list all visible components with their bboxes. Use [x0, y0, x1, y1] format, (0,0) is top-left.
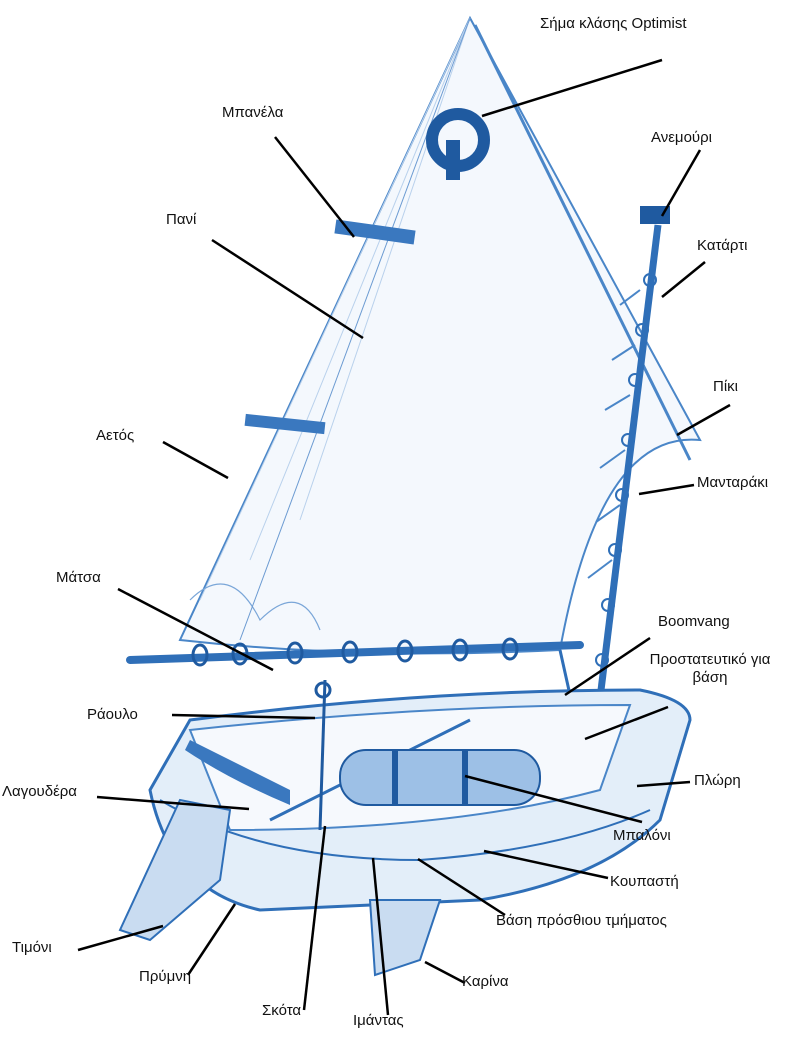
buoyancy-bag: [340, 750, 540, 805]
leader-leech: [163, 442, 228, 478]
label-bow: Πλώρη: [694, 772, 741, 790]
label-stern: Πρύμνη: [139, 968, 191, 986]
label-buoyancy-bag: Μπαλόνι: [613, 827, 671, 845]
rudder-blade: [120, 800, 230, 940]
label-mast: Κατάρτι: [697, 237, 747, 255]
label-mainsheet: Σκότα: [262, 1002, 301, 1020]
label-batten: Μπανέλα: [222, 104, 283, 122]
label-sail: Πανί: [166, 211, 196, 229]
leader-sail-ties: [639, 485, 694, 494]
leader-sail: [212, 240, 363, 338]
label-gunwale: Κουπαστή: [610, 873, 679, 891]
leader-wind-indicator: [662, 150, 700, 216]
label-block: Ράουλο: [87, 706, 138, 724]
label-boom: Μάτσα: [56, 569, 101, 587]
label-tiller: Λαγουδέρα: [2, 783, 77, 801]
label-hiking-strap: Ιμάντας: [353, 1012, 404, 1030]
label-class-insignia: Σήμα κλάσης Optimist: [540, 15, 687, 33]
label-wind-indicator: Ανεμούρι: [651, 129, 712, 147]
leader-mast: [662, 262, 705, 297]
label-leech: Αετός: [96, 427, 134, 445]
leader-stern: [188, 904, 235, 975]
label-sail-ties: Μανταράκι: [697, 474, 768, 492]
label-sprit: Πίκι: [713, 378, 738, 396]
leader-centreboard: [425, 962, 465, 983]
label-thwart-support: Βάση πρόσθιου τμήματος: [496, 912, 667, 930]
label-boomvang: Boomvang: [658, 613, 730, 631]
label-centreboard: Καρίνα: [462, 973, 509, 991]
leader-batten: [275, 137, 354, 237]
label-rudder: Τιμόνι: [12, 939, 52, 957]
label-mast-step-protector: Προστατευτικό για βάση: [640, 651, 780, 687]
